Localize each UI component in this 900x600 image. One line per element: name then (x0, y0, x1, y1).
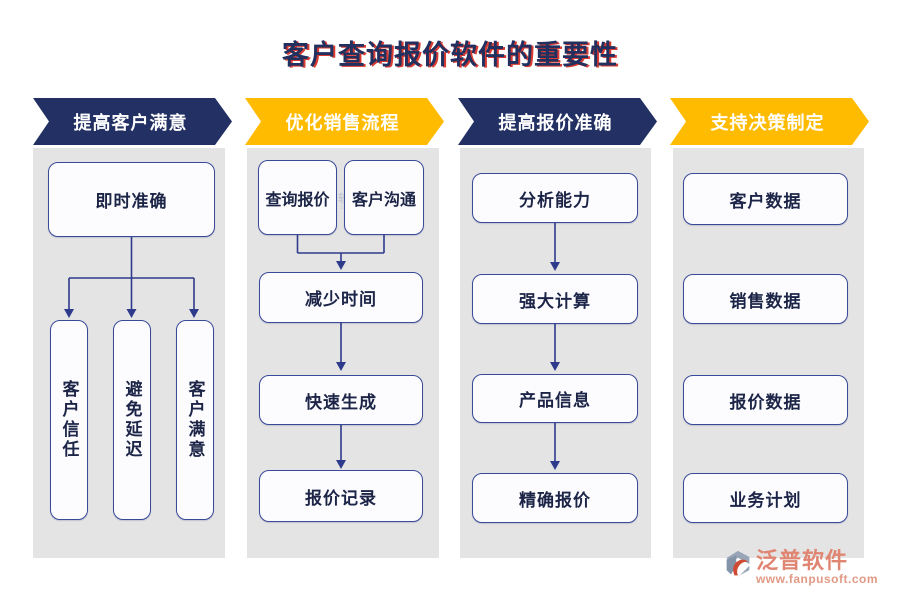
flow-node: 分析能力 (472, 173, 638, 223)
flow-node: 销售数据 (683, 274, 848, 324)
fanpu-brand-name: 泛普软件 (755, 548, 848, 573)
flow-node: 避免延迟 (113, 320, 151, 520)
flow-node: 客户满意 (176, 320, 214, 520)
column-header-4: 支持决策制定 (670, 98, 869, 145)
column-header-2: 优化销售流程 (245, 98, 444, 145)
column-panel-1: 即时准确 客户信任 避免延迟 客户满意 (33, 148, 225, 558)
flow-node: 强大计算 (472, 274, 638, 324)
flow-node: 产品信息 (472, 374, 638, 423)
flow-node: 报价数据 (683, 375, 848, 425)
flow-node: 报价记录 (259, 470, 423, 522)
flow-node: 查询报价 (258, 160, 337, 235)
column-panel-2: 泛普软件 FANPU SOFTWARE 查询报价 客户沟通 减少时间 快速生成 … (247, 148, 439, 558)
flow-node: 减少时间 (259, 272, 423, 323)
flow-node: 精确报价 (472, 473, 638, 523)
page-title: 客户查询报价软件的重要性 (282, 40, 618, 70)
column-header-3: 提高报价准确 (458, 98, 657, 145)
flow-node: 客户信任 (50, 320, 88, 520)
flow-node: 客户沟通 (344, 160, 424, 235)
flow-node: 即时准确 (48, 162, 215, 237)
flow-node: 客户数据 (683, 173, 848, 225)
fanpu-watermark-text: 泛普软件 (316, 193, 360, 205)
flow-node: 业务计划 (683, 473, 848, 523)
column-panel-4: 客户数据 销售数据 报价数据 业务计划 (673, 148, 864, 558)
column-header-1: 提高客户满意 (33, 98, 232, 145)
flow-node: 快速生成 (259, 375, 423, 425)
fanpu-logo-icon (726, 550, 750, 577)
fanpu-brand-url: www.fanpusoft.com (755, 572, 878, 586)
column-panel-3: 分析能力 强大计算 产品信息 精确报价 (460, 148, 651, 558)
fanpu-brand-footer: 泛普软件 www.fanpusoft.com (724, 550, 878, 586)
